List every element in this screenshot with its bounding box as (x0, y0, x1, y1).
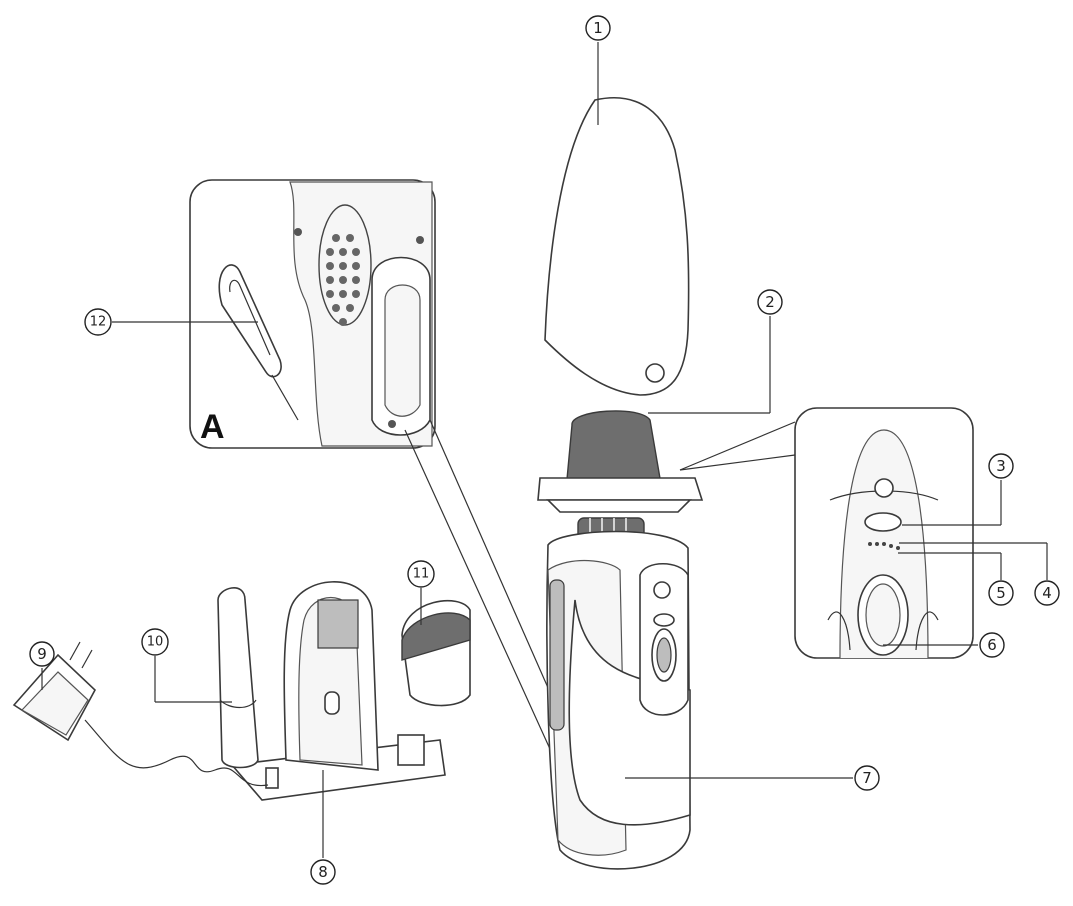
inset-a: A (189, 179, 436, 449)
epilator-body (546, 530, 691, 870)
callout-10: 10 (141, 628, 169, 656)
callout-1: 1 (585, 15, 611, 41)
callout-number: 12 (90, 315, 107, 330)
callout-number: 9 (37, 645, 47, 663)
charging-stand (230, 581, 446, 801)
power-cord (84, 719, 269, 787)
callout-4: 4 (1034, 580, 1060, 606)
attachment-cap (217, 587, 259, 769)
callout-number: 6 (987, 636, 997, 654)
callout-number: 5 (996, 584, 1006, 602)
epilator-head (537, 410, 704, 513)
callout-3: 3 (988, 453, 1014, 479)
callout-9: 9 (29, 641, 55, 667)
protective-cap (544, 97, 690, 396)
callout-number: 8 (318, 863, 328, 881)
callout-11: 11 (407, 560, 435, 588)
callout-number: 1 (593, 19, 603, 37)
callout-7: 7 (854, 765, 880, 791)
callout-5: 5 (988, 580, 1014, 606)
callout-2: 2 (757, 289, 783, 315)
callout-8: 8 (310, 859, 336, 885)
inset-leader-line (429, 419, 561, 716)
shaver-head (401, 599, 471, 707)
callout-number: 4 (1042, 584, 1052, 602)
inset-leader-line (404, 429, 556, 761)
callout-12: 12 (84, 308, 112, 336)
controls-leader-line (679, 454, 796, 471)
callout-number: 11 (413, 567, 430, 582)
callout-6: 6 (979, 632, 1005, 658)
callout-number: 3 (996, 457, 1006, 475)
controls-leader-line (679, 421, 796, 471)
inset-label: A (200, 408, 225, 446)
power-adapter (12, 641, 96, 742)
inset-controls (794, 407, 974, 659)
cap-hole (645, 363, 665, 383)
callout-number: 7 (862, 769, 872, 787)
callout-number: 2 (765, 293, 775, 311)
callout-number: 10 (147, 635, 164, 650)
